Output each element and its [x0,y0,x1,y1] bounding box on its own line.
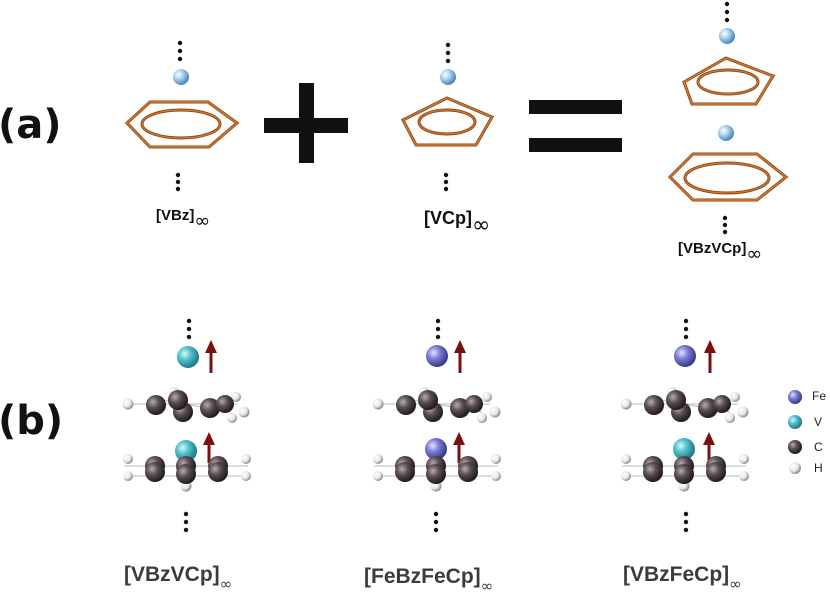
vbzvcp-label-sub: ∞ [746,242,763,265]
benzene-ring [667,152,789,202]
vcp-label: [VCp]∞ [424,205,490,238]
cyclopentadienyl-molecule [122,387,250,423]
structure-label-3-main: [VBzFeCp] [623,563,730,586]
equals-operator [529,100,622,152]
panel-a [124,1,789,235]
vcp-unit [400,42,495,192]
vanadium-atom [175,440,197,462]
vbz-label-main: [VBz] [156,207,195,224]
vanadium-atom [673,438,695,460]
vbzvcp-label: [VBzVCp]∞ [678,236,762,265]
ellipsis-dots [445,42,451,64]
spin-up-arrow [454,340,466,373]
vanadium-atom [719,28,735,44]
legend-label-v: V [814,415,823,429]
ellipsis-dots [722,215,728,235]
vbz-unit [124,40,240,192]
ellipsis-dots [186,318,192,340]
element-legend [788,390,802,474]
legend-label-c: C [814,440,823,454]
iron-atom [674,345,696,367]
ellipsis-dots [175,172,181,192]
legend-swatch-h [789,462,801,474]
spin-up-arrow [453,432,465,463]
vcp-label-main: [VCp] [424,208,472,228]
vcp-label-sub: ∞ [472,212,491,238]
ellipsis-dots [183,511,189,533]
structure-label-1-sub: ∞ [219,575,233,594]
structure-vbzvcp [122,318,251,533]
structure-vbzfecp [620,318,749,533]
ellipsis-dots [443,172,449,192]
spin-up-arrow [704,340,716,373]
benzene-ring [124,100,240,149]
cyclopentadienyl-ring [400,96,495,147]
iron-atom [425,438,447,460]
vanadium-atom [440,69,456,85]
ellipsis-dots [724,1,730,23]
structure-label-1-main: [VBzVCp] [124,563,220,586]
ellipsis-dots [683,511,689,533]
vanadium-atom [173,69,189,85]
legend-swatch-fe [788,390,802,404]
panel-a-label: (a) [0,102,62,148]
panel-b-label: (b) [0,398,64,444]
ellipsis-dots [433,511,439,533]
structure-label-3-sub: ∞ [729,575,742,594]
structure-label-1: [VBzVCp]∞ [124,563,232,593]
panel-b [122,318,802,533]
structure-label-2: [FeBzFeCp]∞ [364,565,493,595]
legend-swatch-c [788,440,802,454]
cyclopentadienyl-molecule [372,387,501,423]
structure-label-2-sub: ∞ [480,577,494,595]
vanadium-atom [718,125,734,141]
spin-up-arrow [205,340,217,373]
vbz-label-sub: ∞ [194,209,211,232]
vanadium-atom [177,346,199,368]
vbzvcp-label-main: [VBzVCp] [678,240,747,257]
vbzvcp-unit [667,1,789,235]
legend-label-fe: Fe [812,389,827,403]
legend-swatch-v [788,415,802,429]
ellipsis-dots [435,318,441,340]
cyclopentadienyl-molecule [620,387,749,423]
benzene-molecule [123,454,251,492]
structure-label-3: [VBzFeCp]∞ [623,563,742,593]
structure-label-2-main: [FeBzFeCp] [364,565,481,588]
benzene-molecule [621,454,749,492]
plus-operator [264,83,348,163]
ellipsis-dots [683,318,689,340]
legend-label-h: H [814,461,823,475]
cyclopentadienyl-ring [682,56,776,106]
vbz-label: [VBz]∞ [156,203,210,232]
iron-atom [426,345,448,367]
ellipsis-dots [177,40,183,62]
spin-up-arrow [203,432,215,463]
structure-febzfecp [372,318,501,533]
benzene-molecule [373,454,501,492]
